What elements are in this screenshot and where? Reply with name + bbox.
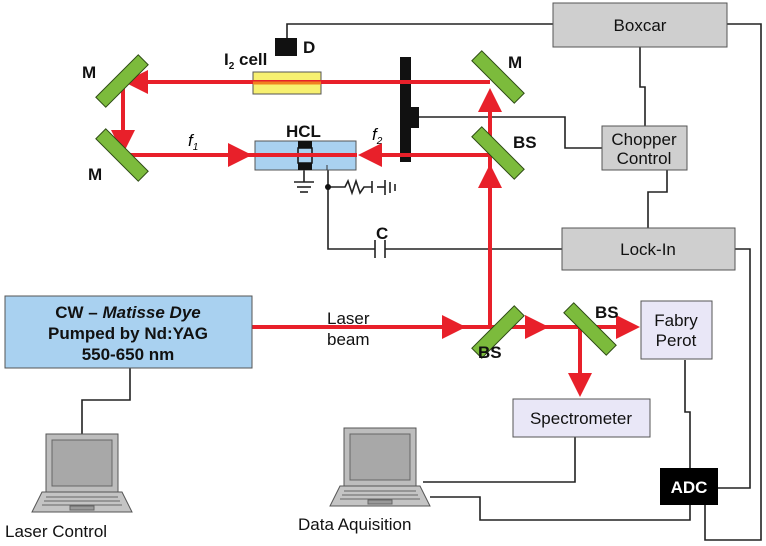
laser-beam-label: beam — [327, 330, 370, 349]
svg-text:Lock-In: Lock-In — [620, 240, 676, 259]
lock-in-box: Lock-In — [561, 227, 736, 271]
fabry-perot-box: Fabry Perot — [640, 300, 713, 360]
svg-text:Spectrometer: Spectrometer — [530, 409, 632, 428]
laser-control-label: Laser Control — [5, 522, 107, 541]
laser-control-laptop-icon — [31, 433, 133, 513]
chopper-wheel — [400, 57, 419, 162]
beamsplitter-upper — [471, 126, 525, 180]
f1-label: f1 — [188, 131, 198, 153]
detector-label: D — [303, 38, 315, 57]
svg-text:550-650 nm: 550-650 nm — [82, 345, 175, 364]
mirror-bottom-left — [95, 128, 149, 182]
data-acquisition-label: Data Aquisition — [298, 515, 411, 534]
mirror-top-left — [95, 54, 149, 108]
i2-cell-label: I2 cell — [224, 50, 267, 72]
bs-label: BS — [513, 133, 537, 152]
svg-text:ADC: ADC — [671, 478, 708, 497]
beamsplitter-lower-left — [471, 305, 525, 359]
beamsplitter-lower-right — [563, 302, 617, 356]
svg-text:Fabry: Fabry — [654, 311, 698, 330]
svg-text:Boxcar: Boxcar — [614, 16, 667, 35]
svg-text:Perot: Perot — [656, 331, 697, 350]
spectrometer-box: Spectrometer — [512, 398, 651, 438]
laser-beam-label: Laser — [327, 309, 370, 328]
dye-laser-box: CW – Matisse Dye Pumped by Nd:YAG 550-65… — [4, 295, 253, 369]
svg-text:Pumped by Nd:YAG: Pumped by Nd:YAG — [48, 324, 208, 343]
mirror-label: M — [82, 63, 96, 82]
hcl-label: HCL — [286, 122, 321, 141]
bs-label: BS — [478, 343, 502, 362]
svg-text:CW – Matisse Dye: CW – Matisse Dye — [55, 303, 201, 322]
mirror-top-right — [471, 50, 525, 104]
svg-text:Chopper: Chopper — [611, 130, 677, 149]
boxcar-box: Boxcar — [552, 2, 728, 48]
capacitor-label: C — [376, 224, 388, 243]
mirror-label: M — [508, 53, 522, 72]
mirror-label: M — [88, 165, 102, 184]
adc-box: ADC — [660, 468, 718, 505]
data-acquisition-laptop-icon — [329, 427, 431, 507]
f2-label: f2 — [372, 125, 383, 147]
detector — [275, 38, 297, 56]
bs-label: BS — [595, 303, 619, 322]
chopper-control-box: Chopper Control — [601, 125, 688, 171]
svg-text:Control: Control — [617, 149, 672, 168]
signal-wires — [81, 23, 762, 541]
